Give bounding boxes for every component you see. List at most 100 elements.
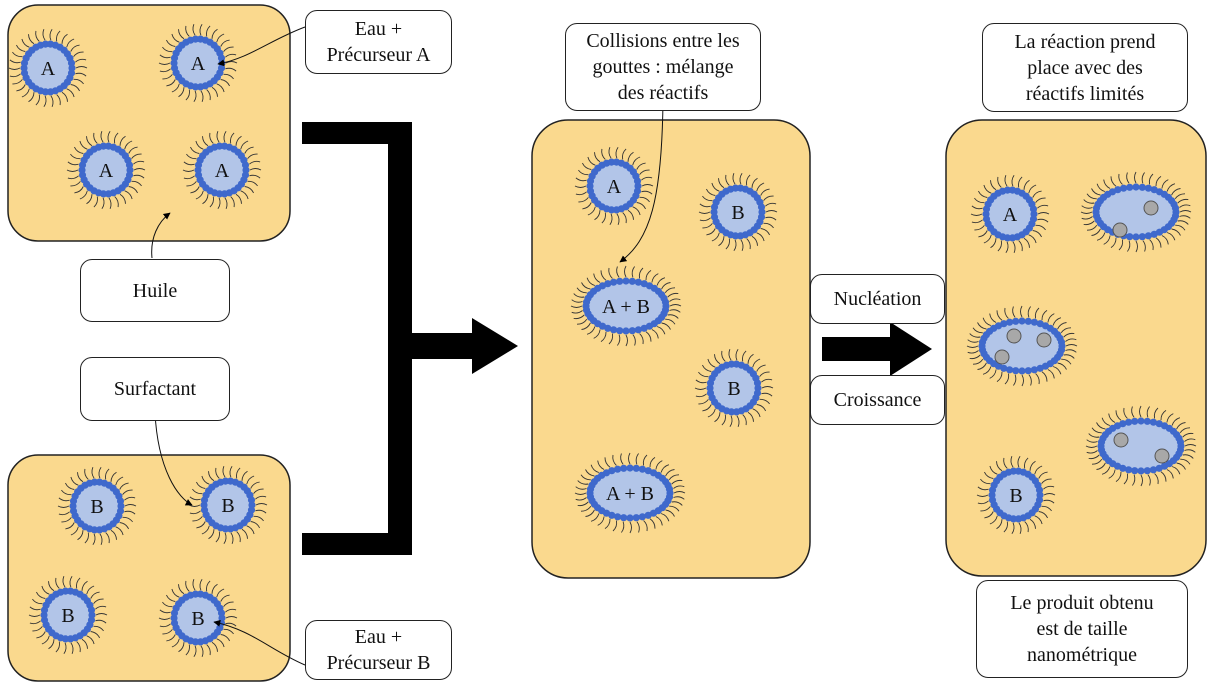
label-eau-precurseur-b: Eau + Précurseur B (305, 620, 452, 680)
water-core (174, 39, 222, 87)
surfactant-heads (20, 40, 76, 96)
water-core (992, 471, 1040, 519)
pointer-huile (151, 212, 171, 259)
droplet-a: A (574, 146, 654, 226)
surfactant-heads (69, 478, 125, 534)
water-core (82, 146, 130, 194)
label-eau-precurseur-a: Eau + Précurseur A (305, 10, 452, 74)
surfactant-heads (40, 587, 96, 643)
surfactant-tails (182, 130, 262, 210)
droplet-label: A (607, 176, 622, 198)
pointer-lines (151, 26, 664, 666)
surfactant-heads (200, 477, 256, 533)
pointer-eau-b (213, 619, 306, 666)
surfactant-tails (574, 452, 686, 534)
nanoparticle (994, 349, 1010, 365)
label-produit: Le produit obtenu est de taille nanométr… (976, 580, 1188, 678)
water-core (24, 44, 72, 92)
droplet-b: B (694, 348, 774, 428)
surfactant-tails (694, 348, 774, 428)
droplet-label: A (191, 53, 206, 75)
droplet-a: A (970, 174, 1050, 254)
surfactant-heads (78, 142, 134, 198)
pointer-collisions (619, 99, 664, 263)
label-collisions: Collisions entre les gouttes : mélange d… (565, 23, 761, 111)
water-core (44, 591, 92, 639)
droplets-layer: A A A A B B B B A B B A + B A + B A B (8, 23, 1197, 658)
droplet-label: A (1003, 204, 1018, 226)
water-core (586, 281, 666, 331)
surfactant-tails (698, 172, 778, 252)
water-core (590, 162, 638, 210)
droplet-b: B (976, 455, 1056, 535)
pointer-eau-a (217, 26, 306, 67)
water-core (986, 190, 1034, 238)
surfactant-tails (970, 174, 1050, 254)
droplet-label: A (215, 160, 230, 182)
droplet-label: B (90, 496, 103, 518)
process-arrow (822, 322, 932, 376)
label-nucleation: Nucléation (810, 274, 945, 324)
droplet-a: A (66, 130, 146, 210)
droplet-b: B (188, 465, 268, 545)
water-core (204, 481, 252, 529)
droplet-with-nanoparticles (1080, 171, 1192, 253)
nanoparticle (1036, 332, 1052, 348)
water-core (590, 468, 670, 518)
surfactant-tails (57, 466, 137, 546)
surfactant-heads (978, 317, 1066, 375)
droplet-a-plus-b: A + B (570, 265, 682, 347)
label-surfactant: Surfactant (80, 357, 230, 421)
droplet-label: B (221, 495, 234, 517)
droplet-a: A (182, 130, 262, 210)
droplet-label: A (99, 160, 114, 182)
water-core (73, 482, 121, 530)
surfactant-tails (574, 146, 654, 226)
surfactant-heads (582, 277, 670, 335)
surfactant-heads (586, 464, 674, 522)
water-core (710, 364, 758, 412)
surfactant-tails (976, 455, 1056, 535)
water-core (714, 188, 762, 236)
droplet-label: B (61, 605, 74, 627)
surfactant-heads (710, 184, 766, 240)
surfactant-heads (988, 467, 1044, 523)
surfactant-tails (28, 575, 108, 655)
nanoparticle (1143, 200, 1159, 216)
surfactant-tails (188, 465, 268, 545)
droplet-b: B (57, 466, 137, 546)
droplet-b: B (158, 578, 238, 658)
water-core (174, 594, 222, 642)
surfactant-tails (158, 578, 238, 658)
surfactant-tails (8, 28, 88, 108)
surfactant-heads (1097, 417, 1185, 475)
nanoparticle (1112, 222, 1128, 238)
surfactant-tails (966, 305, 1078, 387)
droplet-label: A + B (606, 483, 654, 505)
droplet-b: B (698, 172, 778, 252)
droplet-label: A (41, 58, 56, 80)
pointer-surfactant (154, 412, 193, 506)
surfactant-heads (586, 158, 642, 214)
water-core (198, 146, 246, 194)
droplet-label: B (727, 378, 740, 400)
droplet-b: B (28, 575, 108, 655)
surfactant-tails (158, 23, 238, 103)
droplet-label: A + B (602, 296, 650, 318)
droplet-a: A (8, 28, 88, 108)
label-croissance: Croissance (810, 375, 945, 425)
nanoparticle (1113, 432, 1129, 448)
droplet-label: B (1009, 485, 1022, 507)
surfactant-tails (1085, 405, 1197, 487)
merge-arrow (302, 122, 518, 555)
droplet-a-plus-b: A + B (574, 452, 686, 534)
label-reaction: La réaction prend place avec des réactif… (982, 23, 1188, 112)
droplet-label: B (731, 202, 744, 224)
nanoparticle (1006, 328, 1022, 344)
droplet-label: B (191, 608, 204, 630)
surfactant-heads (982, 186, 1038, 242)
surfactant-tails (1080, 171, 1192, 253)
surfactant-tails (66, 130, 146, 210)
surfactant-tails (570, 265, 682, 347)
